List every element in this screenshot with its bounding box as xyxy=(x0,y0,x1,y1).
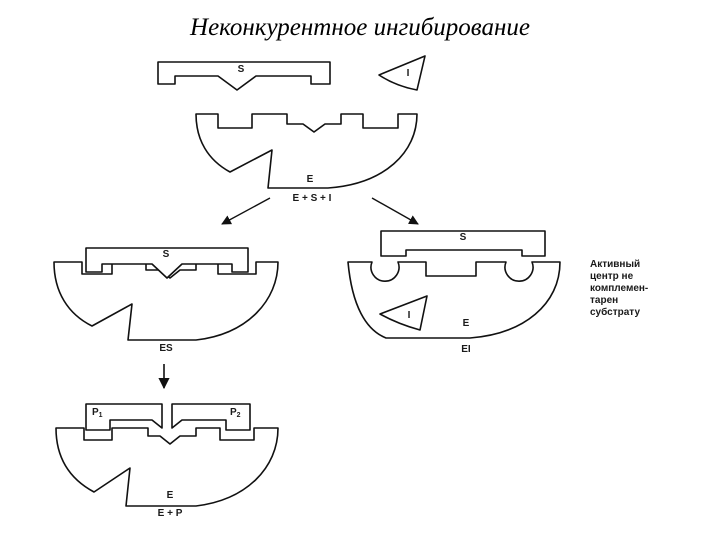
final-enzyme-label: E xyxy=(167,490,174,501)
final-enzyme-shape xyxy=(55,427,279,507)
ei-enzyme-shape xyxy=(347,261,561,339)
note-line: центр не xyxy=(590,271,634,282)
es-label: ES xyxy=(159,343,173,354)
inhibitor-label: I xyxy=(407,68,410,79)
product-2-letter: P xyxy=(230,407,237,418)
product-2-subscript: 2 xyxy=(237,412,241,419)
product-1-letter: P xyxy=(92,407,99,418)
product-2-label: P2 xyxy=(230,407,241,419)
enzyme-shape xyxy=(195,113,418,189)
substrate-label: S xyxy=(238,64,245,75)
enzyme-label: E xyxy=(307,174,314,185)
reaction-label: E + S + I xyxy=(293,193,332,204)
ei-substrate-shape xyxy=(380,230,546,257)
es-substrate-label: S xyxy=(163,249,170,260)
es-substrate-shape xyxy=(85,247,249,279)
arrow-to-ei xyxy=(371,197,419,225)
arrow-to-es xyxy=(221,197,271,225)
ei-label: EI xyxy=(461,344,471,355)
note-line: субстрату xyxy=(590,306,640,318)
ei-substrate-label: S xyxy=(460,232,467,243)
product-2-shape xyxy=(171,403,251,431)
active-site-note: Активный центр не комплемен- тарен субст… xyxy=(590,259,651,318)
ei-inhibitor-label: I xyxy=(408,310,411,321)
product-1-label: P1 xyxy=(92,407,103,419)
inhibitor-shape xyxy=(378,55,426,91)
final-label: E + P xyxy=(158,508,183,519)
ei-inhibitor-shape xyxy=(379,295,428,331)
product-1-shape xyxy=(85,403,163,431)
note-line: комплемен- xyxy=(590,283,648,294)
note-line: Активный xyxy=(590,259,640,270)
substrate-shape xyxy=(157,61,331,91)
note-line: тарен xyxy=(590,295,618,306)
ei-enzyme-label: E xyxy=(463,318,470,329)
product-1-subscript: 1 xyxy=(99,412,103,419)
slide-title: Неконкурентное ингибирование xyxy=(190,14,530,41)
